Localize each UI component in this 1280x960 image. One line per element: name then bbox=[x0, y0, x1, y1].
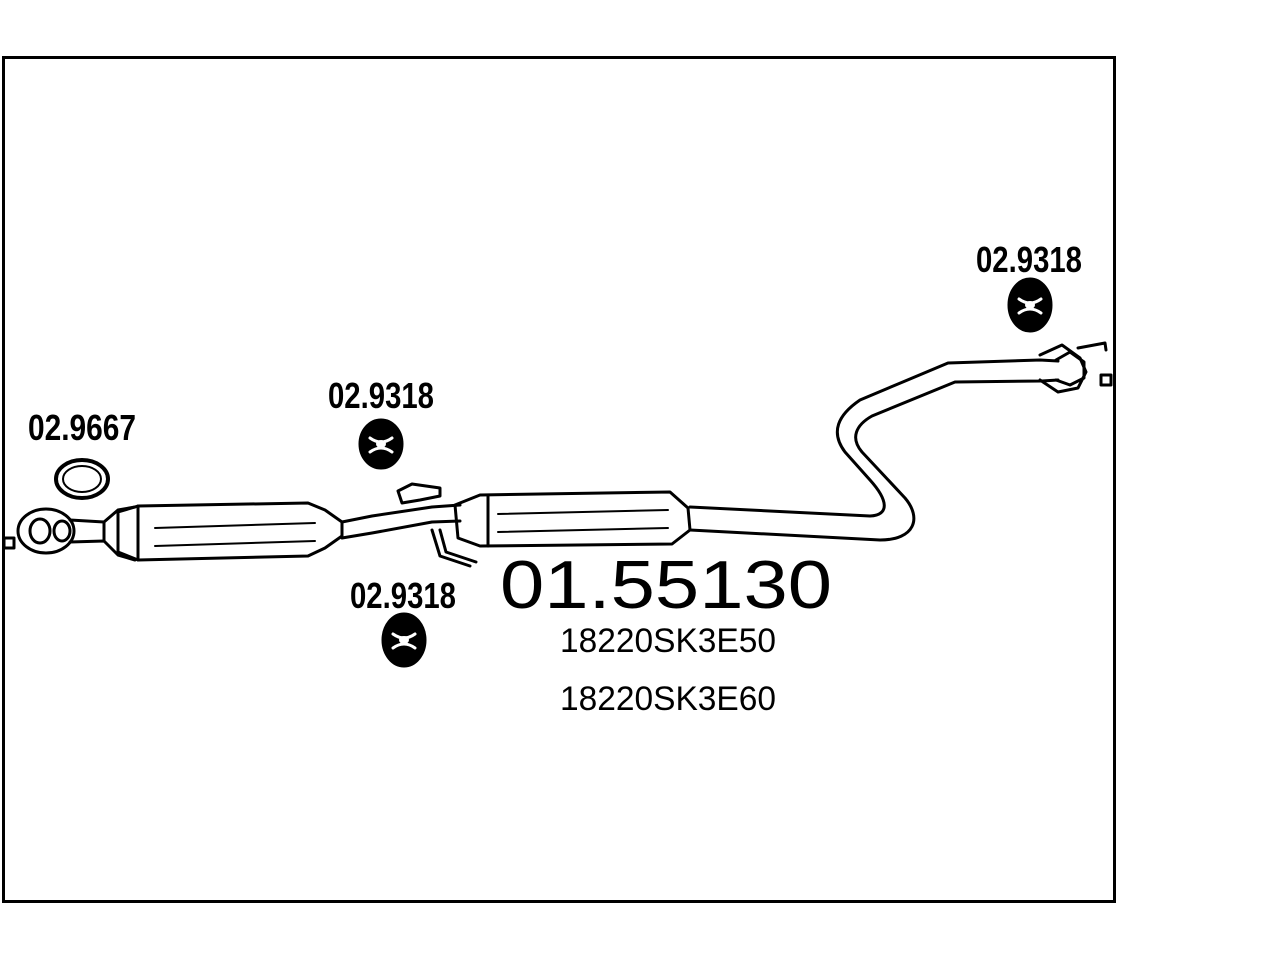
drawing-frame bbox=[2, 56, 1116, 903]
middle-silencer bbox=[453, 490, 692, 548]
rear-clamp bbox=[1038, 341, 1113, 394]
inlet-pipe-bottom bbox=[68, 539, 137, 562]
callout-hanger-bottom: 02.9318 bbox=[350, 575, 456, 616]
callout-hanger-right: 02.9318 bbox=[976, 239, 1082, 280]
callout-gasket: 02.9667 bbox=[28, 407, 136, 448]
main-part-number: 01.55130 bbox=[500, 547, 832, 623]
bracket-lower bbox=[430, 528, 472, 568]
gasket-ring-icon bbox=[54, 458, 110, 500]
callout-hanger-left: 02.9318 bbox=[328, 375, 434, 416]
front-flange bbox=[2, 507, 76, 555]
tail-pipe-top bbox=[688, 358, 1060, 518]
hanger-rubber-icon-left bbox=[358, 418, 404, 470]
oem-number-1: 18220SK3E50 bbox=[560, 622, 776, 660]
mid-pipe-top bbox=[340, 503, 462, 524]
hanger-rubber-icon-bottom bbox=[381, 612, 427, 668]
oem-number-2: 18220SK3E60 bbox=[560, 680, 776, 718]
tail-pipe-bottom bbox=[688, 378, 1060, 542]
bracket-upper bbox=[396, 482, 442, 505]
gasket-ring-inner bbox=[62, 465, 102, 493]
front-resonator bbox=[116, 501, 344, 562]
hanger-rubber-icon-right bbox=[1007, 277, 1053, 333]
